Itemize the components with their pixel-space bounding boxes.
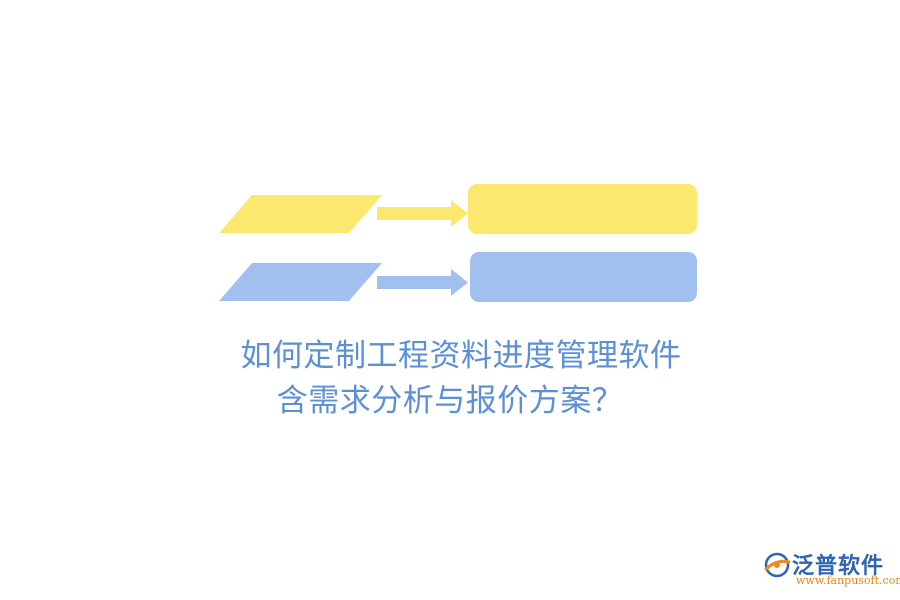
blue-parallelogram: [219, 263, 382, 301]
page-title-line-1: 如何定制工程资料进度管理软件: [240, 338, 682, 374]
brand-logo: 泛普软件 www.fanpusoft.com: [762, 546, 900, 590]
blue-arrow: [377, 269, 468, 296]
logo-name: 泛普软件: [792, 554, 885, 579]
logo-url: www.fanpusoft.com: [796, 574, 900, 587]
yellow-arrow: [377, 200, 468, 227]
page-title-line-2: 含需求分析与报价方案？: [276, 383, 624, 419]
yellow-parallelogram: [219, 195, 382, 233]
blue-box: [470, 252, 697, 302]
yellow-box: [468, 184, 697, 234]
fanpu-logo-icon: [764, 552, 791, 578]
